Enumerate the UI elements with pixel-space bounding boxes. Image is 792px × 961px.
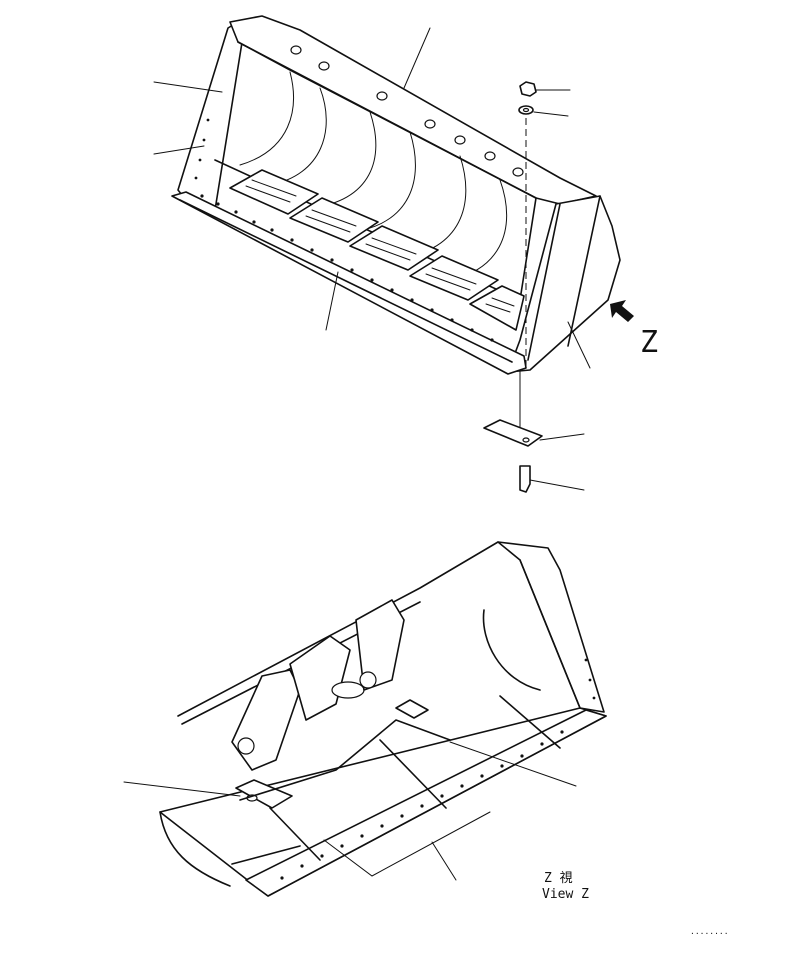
- top-rail-holes: [290, 45, 524, 177]
- view-caption-line1: Z 視: [544, 871, 573, 886]
- mounting-brackets: [231, 599, 429, 809]
- view-arrow-icon: [610, 300, 634, 322]
- bottom-cutting-edge: [245, 709, 607, 897]
- edge-holes: [200, 194, 494, 342]
- footer-code: ........: [690, 927, 729, 936]
- fastener-set: [483, 81, 585, 493]
- bolt-icon: [519, 465, 531, 493]
- wear-plates: [229, 169, 525, 331]
- view-caption-line2: View Z: [542, 887, 589, 902]
- top-back-rail: [229, 15, 597, 205]
- view-arrow-label: Z: [640, 325, 658, 360]
- bucket-front-view: [153, 15, 621, 375]
- bottom-right-side-plate: [497, 541, 605, 713]
- bucket-bottom-view: [123, 541, 607, 897]
- right-side-plate: [507, 195, 621, 373]
- nut-icon: [519, 81, 537, 97]
- shim-plate-icon: [483, 419, 543, 447]
- view-arrow: Z: [610, 300, 658, 360]
- bottom-edge-holes: [280, 658, 596, 880]
- left-side-plate: [177, 21, 245, 211]
- view-caption: Z 視 View Z: [542, 871, 589, 902]
